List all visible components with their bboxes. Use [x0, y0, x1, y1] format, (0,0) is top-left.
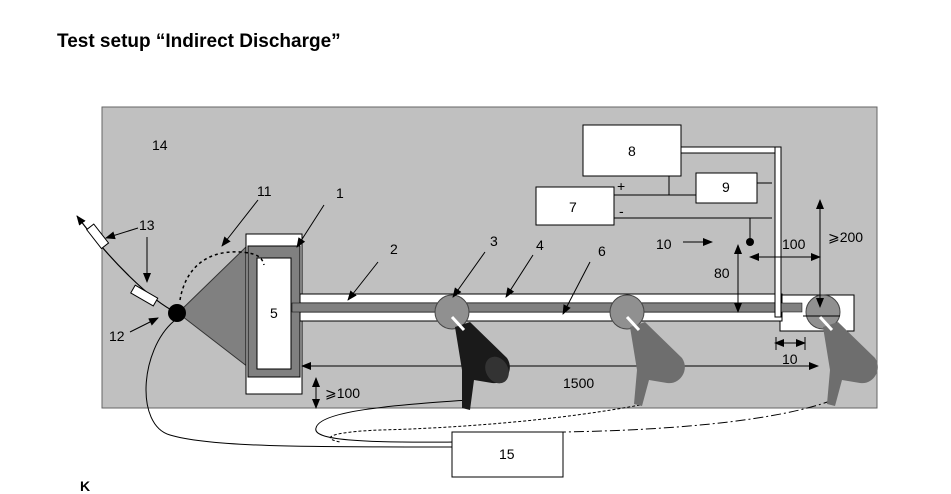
ground-point: [168, 304, 186, 322]
clamp-3: [434, 294, 470, 330]
return-cable: [145, 320, 456, 448]
box-15: [451, 431, 564, 478]
plus-terminal: +: [617, 178, 625, 194]
resistor-12: [130, 284, 159, 307]
label-10: 10: [656, 236, 672, 252]
line-2-upper: [299, 293, 783, 304]
label-6: 6: [598, 243, 606, 259]
dim-80: 80: [714, 265, 730, 281]
gun-cable-3: [562, 399, 834, 433]
label-5: 5: [270, 305, 278, 321]
box-7: [535, 186, 615, 226]
label-2: 2: [390, 241, 398, 257]
resistor-13: [85, 223, 110, 250]
label-1: 1: [336, 185, 344, 201]
dim-200: ⩾200: [828, 229, 863, 245]
clamp-mid: [609, 294, 645, 330]
eut-box-5: [256, 257, 292, 370]
label-3: 3: [490, 233, 498, 249]
label-8: 8: [628, 143, 636, 159]
gun-cable-1: [315, 399, 469, 443]
label-13: 13: [139, 217, 155, 233]
label-14: 14: [152, 137, 168, 153]
esd-gun-position-2: [625, 315, 685, 406]
box-9: [695, 172, 758, 204]
dim-10: 10: [782, 351, 798, 367]
label-7: 7: [569, 199, 577, 215]
label-11: 11: [257, 183, 272, 199]
line-6-lower: [299, 311, 783, 322]
label-12: 12: [109, 328, 125, 344]
wire-8-right-a: [680, 146, 782, 154]
line-core: [291, 302, 803, 313]
wire-8-down: [774, 146, 782, 318]
label-4: 4: [536, 237, 544, 253]
point-10: [746, 238, 754, 246]
label-9: 9: [722, 179, 730, 195]
label-15: 15: [499, 446, 515, 462]
dotted-cable-11: [179, 251, 265, 301]
minus-terminal: -: [619, 203, 624, 219]
dim-100-top: 100: [782, 236, 806, 252]
box-8: [582, 124, 682, 177]
page-title: Test setup “Indirect Discharge”: [57, 31, 341, 52]
esd-gun-active: [450, 315, 510, 410]
esd-gun-position-3: [818, 315, 878, 406]
dim-1500: 1500: [563, 375, 594, 391]
dim-100-bottom: ⩾100: [325, 385, 360, 401]
footer-fragment: K: [80, 478, 91, 494]
gun-cable-2: [329, 404, 641, 443]
